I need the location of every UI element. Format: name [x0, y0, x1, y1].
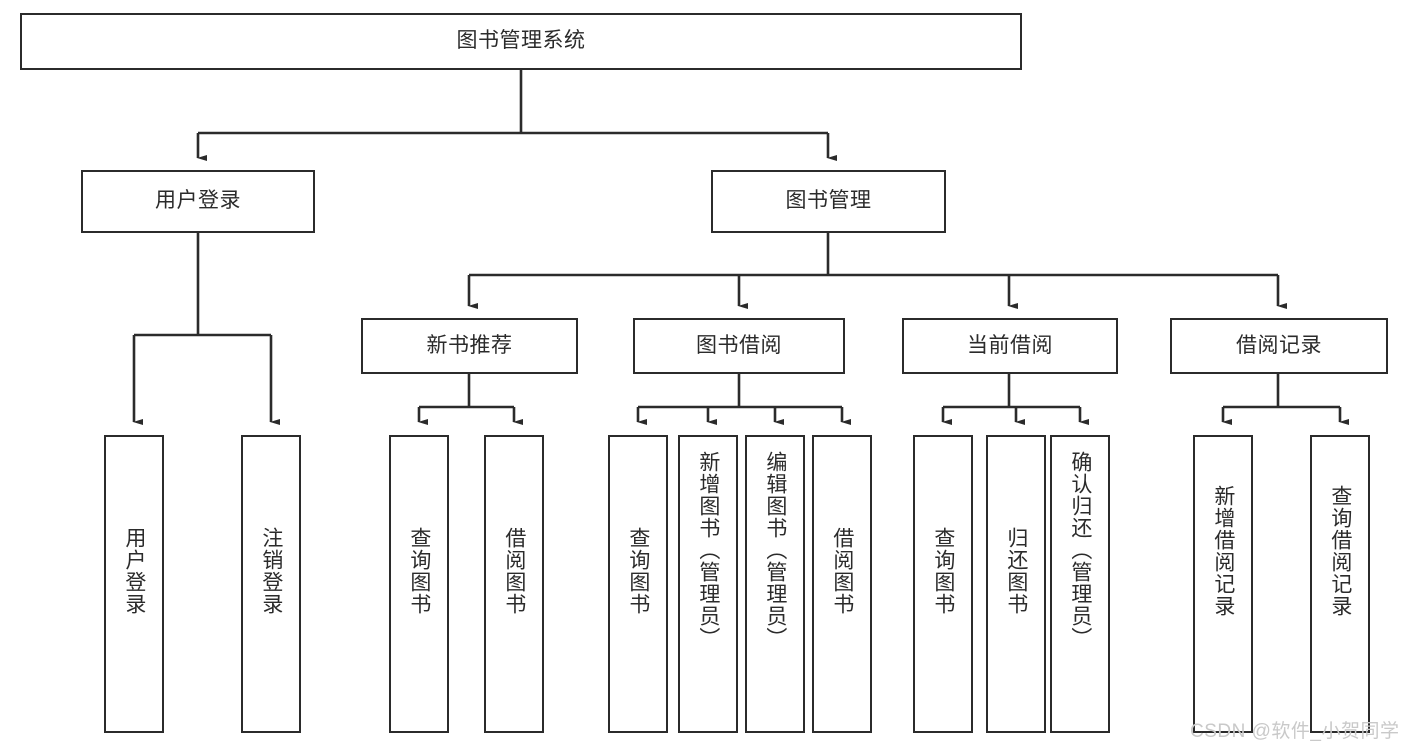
- node-borrow-record-label: 借阅记录: [1236, 333, 1322, 357]
- node-leaf-query-book-2-label: 查询图书: [626, 527, 650, 615]
- node-current-borrow[interactable]: 当前借阅: [902, 318, 1118, 374]
- node-leaf-logout-login-label: 注销登录: [259, 527, 283, 615]
- node-book-borrow[interactable]: 图书借阅: [633, 318, 845, 374]
- node-leaf-return-book-label: 归还图书: [1004, 527, 1028, 615]
- node-leaf-add-borrow-record[interactable]: 新增借阅记录: [1193, 435, 1253, 733]
- node-leaf-user-login-label: 用户登录: [122, 527, 146, 615]
- node-current-borrow-label: 当前借阅: [967, 333, 1053, 357]
- node-leaf-user-login[interactable]: 用户登录: [104, 435, 164, 733]
- node-user-login[interactable]: 用户登录: [81, 170, 315, 233]
- node-book-manage-label: 图书管理: [785, 189, 872, 213]
- node-leaf-query-book-3[interactable]: 查询图书: [913, 435, 973, 733]
- node-leaf-edit-book-admin[interactable]: 编辑图书（管理员）: [745, 435, 805, 733]
- csdn-watermark: CSDN @软件_小贺同学: [1190, 721, 1400, 742]
- node-root[interactable]: 图书管理系统: [20, 13, 1022, 70]
- node-leaf-query-book-2[interactable]: 查询图书: [608, 435, 668, 733]
- node-leaf-query-borrow-record-label: 查询借阅记录: [1328, 485, 1352, 617]
- node-new-book-recommend[interactable]: 新书推荐: [361, 318, 578, 374]
- node-leaf-query-book-1[interactable]: 查询图书: [389, 435, 449, 733]
- node-root-label: 图书管理系统: [456, 29, 586, 53]
- node-book-borrow-label: 图书借阅: [696, 333, 782, 357]
- node-leaf-add-borrow-record-label: 新增借阅记录: [1211, 485, 1235, 617]
- node-borrow-record[interactable]: 借阅记录: [1170, 318, 1388, 374]
- node-leaf-borrow-book-1-label: 借阅图书: [502, 527, 526, 615]
- node-leaf-query-borrow-record[interactable]: 查询借阅记录: [1310, 435, 1370, 733]
- node-leaf-return-book[interactable]: 归还图书: [986, 435, 1046, 733]
- node-leaf-borrow-book-1[interactable]: 借阅图书: [484, 435, 544, 733]
- node-leaf-borrow-book-2[interactable]: 借阅图书: [812, 435, 872, 733]
- node-leaf-query-book-1-label: 查询图书: [407, 527, 431, 615]
- node-leaf-add-book-admin-label: 新增图书（管理员）: [696, 451, 720, 649]
- node-leaf-confirm-return-admin[interactable]: 确认归还（管理员）: [1050, 435, 1110, 733]
- node-leaf-confirm-return-admin-label: 确认归还（管理员）: [1068, 451, 1092, 649]
- node-leaf-add-book-admin[interactable]: 新增图书（管理员）: [678, 435, 738, 733]
- node-leaf-logout-login[interactable]: 注销登录: [241, 435, 301, 733]
- node-leaf-query-book-3-label: 查询图书: [931, 527, 955, 615]
- node-book-manage[interactable]: 图书管理: [711, 170, 946, 233]
- node-new-book-recommend-label: 新书推荐: [426, 333, 513, 357]
- node-leaf-borrow-book-2-label: 借阅图书: [830, 527, 854, 615]
- node-user-login-label: 用户登录: [155, 189, 241, 213]
- node-leaf-edit-book-admin-label: 编辑图书（管理员）: [763, 451, 787, 649]
